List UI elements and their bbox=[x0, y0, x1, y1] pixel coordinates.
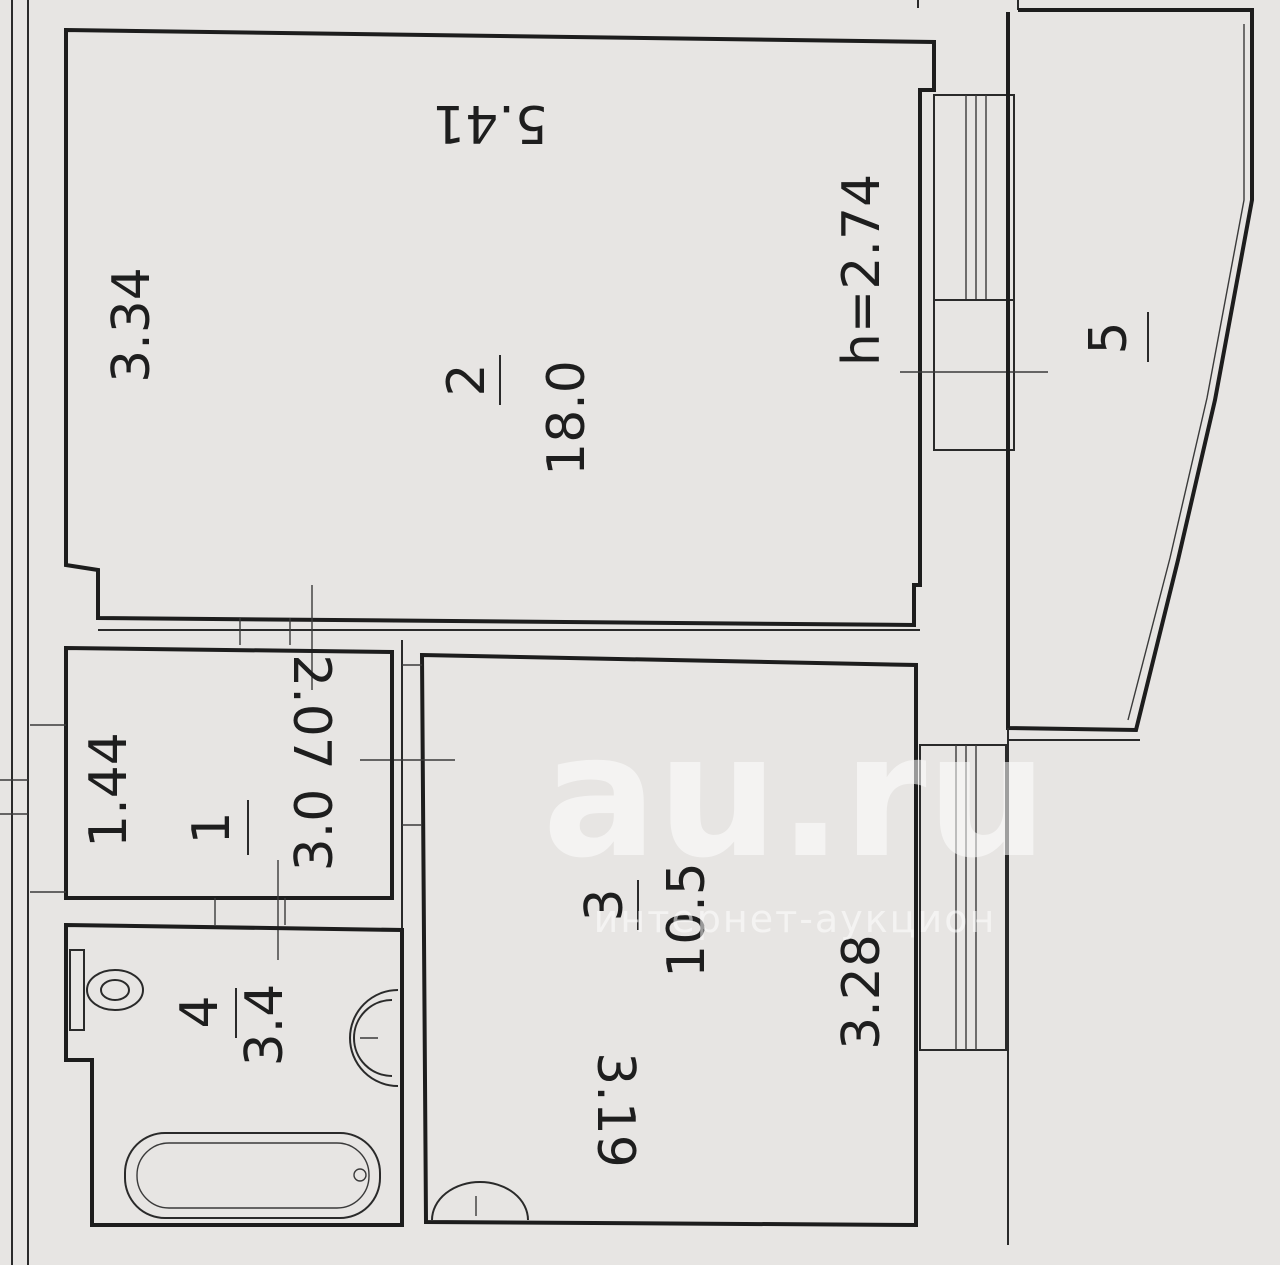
room-2-walls bbox=[64, 27, 936, 628]
room-4-walls bbox=[64, 922, 404, 1227]
watermark-tagline: интернет-аукцион bbox=[594, 897, 997, 941]
balcony-rail bbox=[1127, 24, 1245, 721]
room-1-area: 3.0 bbox=[285, 789, 345, 872]
room-3-dim-length: 3.19 bbox=[585, 1052, 645, 1168]
watermark-logo: au.ru bbox=[542, 698, 1047, 896]
window bbox=[933, 94, 1015, 301]
room-4-area: 3.4 bbox=[235, 984, 295, 1067]
room-3-area: 10.5 bbox=[657, 862, 717, 978]
stove-icon bbox=[431, 1181, 529, 1221]
room-1-dim-width: 1.44 bbox=[79, 732, 139, 848]
room-2-area: 18.0 bbox=[537, 360, 597, 476]
room-3-dim-width: 3.28 bbox=[832, 934, 892, 1050]
window bbox=[919, 744, 1007, 1051]
ceiling-height: h=2.74 bbox=[832, 174, 892, 366]
room-5-number: 5 bbox=[1079, 321, 1139, 354]
sink-icon bbox=[349, 989, 399, 1087]
room-2-dim-length: 5.41 bbox=[432, 93, 548, 153]
room-4-number: 4 bbox=[170, 995, 230, 1028]
balcony-door bbox=[933, 299, 1015, 451]
room-3-number: 3 bbox=[575, 888, 635, 921]
room-2-number: 2 bbox=[437, 363, 497, 396]
toilet-icon bbox=[69, 949, 144, 1031]
room-1-number: 1 bbox=[182, 811, 242, 844]
bathtub-icon bbox=[124, 1132, 381, 1219]
balcony-walls bbox=[1006, 8, 1254, 733]
room-1-walls bbox=[64, 645, 394, 900]
room-2-dim-width: 3.34 bbox=[102, 267, 162, 383]
room-1-dim-length: 2.07 bbox=[281, 654, 341, 770]
room-3-walls bbox=[419, 652, 918, 1228]
